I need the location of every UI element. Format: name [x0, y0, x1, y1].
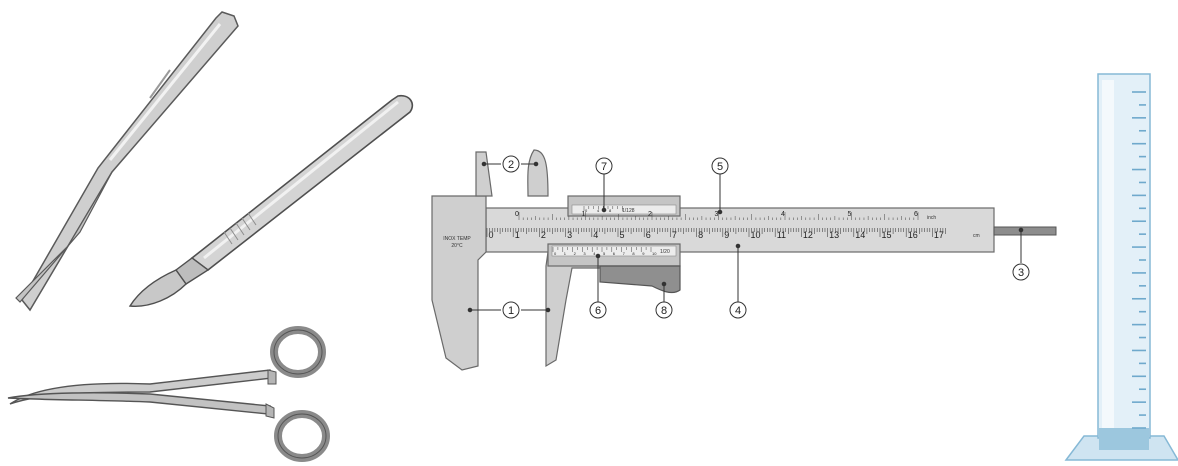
cylinder-liquid [1099, 428, 1149, 450]
svg-text:4: 4 [735, 305, 741, 317]
cylinder-scale [1132, 91, 1146, 429]
vernier-metric-scale: 0 1 2 3 4 5 6 7 8 9 10 [552, 247, 657, 256]
callout-7: 7 [595, 157, 613, 175]
thumb-wheel [599, 265, 681, 294]
vernier-inch-scale: 0 4 8 [583, 206, 623, 213]
svg-text:2: 2 [508, 159, 514, 171]
vernier-metric-label: 0 [554, 251, 557, 256]
callout-2: 2 [502, 155, 520, 173]
inch-tick-label: 4 [781, 211, 785, 218]
inch-tick-label: 6 [914, 211, 918, 218]
vernier-inch-label: 4 [597, 208, 600, 213]
tweezers-icon [15, 11, 239, 312]
inch-tick-label: 0 [515, 211, 519, 218]
vernier-metric-label: 9 [642, 251, 645, 256]
vernier-metric-label: 6 [613, 251, 616, 256]
vernier-inch-label: 0 [585, 208, 588, 213]
svg-text:8: 8 [661, 305, 667, 317]
svg-text:5: 5 [717, 161, 723, 173]
callout-1: 1 [502, 301, 520, 319]
cm-tick-label: 7 [672, 230, 677, 240]
vernier-metric-label: 1 [564, 251, 567, 256]
vernier-metric-label: 4 [593, 251, 596, 256]
inch-tick-label: 3 [715, 211, 719, 218]
fixed-jaw [431, 195, 487, 371]
vernier-metric-label: 5 [603, 251, 606, 256]
svg-text:3: 3 [1018, 267, 1024, 279]
cm-tick-label: 17 [934, 230, 944, 240]
inch-tick-label: 5 [848, 211, 852, 218]
cm-tick-label: 4 [593, 230, 598, 240]
callout-8: 8 [655, 301, 673, 319]
vernier-metric-label: 3 [583, 251, 586, 256]
cm-tick-label: 16 [908, 230, 918, 240]
vernier-inch-fraction: 1/128 [622, 208, 635, 214]
cm-tick-label: 9 [724, 230, 729, 240]
cm-tick-label: 2 [541, 230, 546, 240]
vernier-metric-label: 10 [652, 251, 657, 256]
cm-tick-label: 12 [803, 230, 813, 240]
cm-tick-label: 3 [567, 230, 572, 240]
scalpel-icon [128, 94, 414, 307]
callout-5: 5 [711, 157, 729, 175]
inch-unit-label: inch [927, 215, 936, 221]
cm-tick-label: 1 [515, 230, 520, 240]
vernier-inch-label: 8 [609, 208, 612, 213]
cm-unit-label: cm [973, 233, 980, 239]
svg-text:1: 1 [508, 305, 514, 317]
cm-tick-label: 13 [829, 230, 839, 240]
callout-6: 6 [589, 301, 607, 319]
cm-tick-label: 6 [646, 230, 651, 240]
cm-tick-label: 8 [698, 230, 703, 240]
vernier-metric-fraction: 1/20 [660, 249, 670, 255]
svg-text:7: 7 [601, 161, 607, 173]
callout-3: 3 [1012, 263, 1030, 281]
depth-rod [993, 226, 1057, 236]
engraving-line-1: INOX TEMP [443, 236, 471, 242]
vernier-metric-label: 8 [632, 251, 635, 256]
cm-tick-label: 10 [751, 230, 761, 240]
vernier-metric-label: 2 [574, 251, 577, 256]
svg-text:6: 6 [595, 305, 601, 317]
cm-tick-label: 15 [882, 230, 892, 240]
cm-tick-label: 5 [620, 230, 625, 240]
engraving-line-2: 20°C [451, 243, 463, 249]
vernier-metric-label: 7 [623, 251, 626, 256]
cm-tick-label: 14 [855, 230, 865, 240]
graduated-cylinder-icon [1064, 73, 1178, 461]
callout-4: 4 [729, 301, 747, 319]
hemostat-forceps-icon [7, 326, 330, 462]
cm-tick-label: 0 [489, 230, 494, 240]
inch-tick-label: 2 [648, 211, 652, 218]
cm-tick-label: 11 [777, 230, 786, 240]
inch-tick-label: 1 [582, 211, 586, 218]
